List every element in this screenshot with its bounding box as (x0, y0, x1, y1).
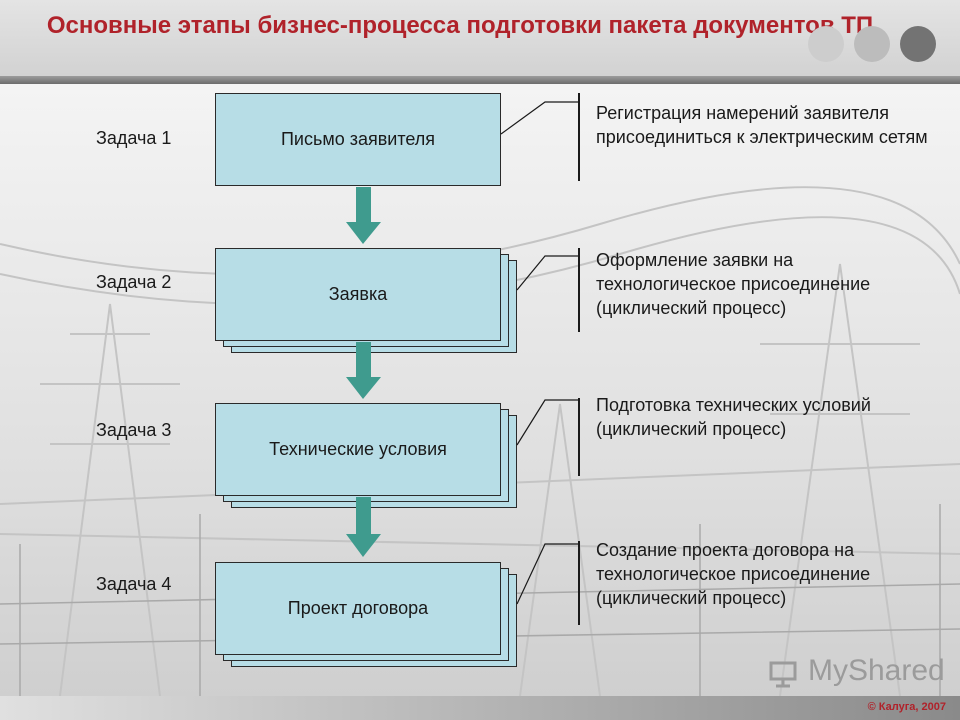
step-box-label-2: Заявка (328, 284, 388, 304)
arrow-head-2 (346, 377, 381, 399)
task-label-4: Задача 4 (96, 574, 172, 594)
connector-line-2 (516, 255, 580, 291)
step-box-label-4: Проект договора (287, 598, 429, 618)
arrow-shaft-1 (356, 187, 371, 223)
header-band: Основные этапы бизнес-процесса подготовк… (0, 0, 960, 76)
footer-copyright: © Калуга, 2007 (867, 701, 946, 713)
arrow-shaft-2 (356, 342, 371, 378)
header-divider (0, 76, 960, 84)
step-box-1: Письмо заявителя (215, 93, 501, 186)
task-label-1: Задача 1 (96, 128, 172, 148)
step-description-3: Подготовка технических условий (цикличес… (596, 395, 871, 439)
step-box-label-1: Письмо заявителя (280, 129, 436, 149)
background-powerlines (0, 84, 960, 696)
task-label-3: Задача 3 (96, 420, 172, 440)
slide-title: Основные этапы бизнес-процесса подготовк… (46, 12, 874, 39)
desc-bracket-4 (578, 541, 580, 625)
desc-bracket-1 (578, 93, 580, 181)
desc-bracket-2 (578, 248, 580, 332)
footer-bar: © Калуга, 2007 (0, 696, 960, 720)
arrow-head-3 (346, 534, 381, 557)
step-box-4: Проект договора (215, 562, 501, 655)
decor-circle-3 (900, 26, 936, 62)
presentation-icon (769, 661, 797, 688)
decor-circle-1 (808, 26, 844, 62)
arrow-head-1 (346, 222, 381, 244)
step-description-1: Регистрация намерений заявителя присоеди… (596, 103, 928, 147)
task-label-2: Задача 2 (96, 272, 172, 292)
connector-line-1 (500, 101, 580, 135)
step-box-3: Технические условия (215, 403, 501, 496)
step-description-4: Создание проекта договора на технологиче… (596, 540, 871, 608)
connector-line-4 (516, 543, 580, 605)
step-box-2: Заявка (215, 248, 501, 341)
step-box-label-3: Технические условия (269, 439, 447, 459)
step-description-2: Оформление заявки на технологическое при… (596, 250, 871, 318)
watermark-logo-text: MyShared (808, 654, 945, 687)
decor-circle-2 (854, 26, 890, 62)
connector-line-3 (516, 399, 580, 446)
arrow-shaft-3 (356, 497, 371, 535)
desc-bracket-3 (578, 398, 580, 476)
